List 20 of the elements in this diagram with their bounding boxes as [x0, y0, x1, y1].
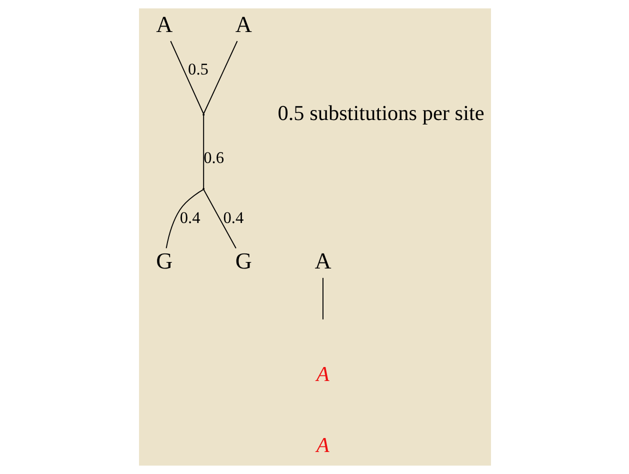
node-text: A: [314, 248, 331, 274]
label: A: [316, 432, 329, 457]
edge-label: 0.6: [203, 148, 224, 167]
edge-label: 0.5: [188, 60, 208, 79]
node-text: G: [156, 248, 172, 274]
connector: [170, 40, 204, 114]
label: 0.5 substitutions per site: [277, 100, 484, 125]
connector: [202, 115, 204, 189]
node-point: [202, 114, 204, 116]
connector: [202, 40, 238, 114]
label: A: [316, 362, 329, 386]
connector: [322, 277, 323, 320]
node-point: [202, 188, 204, 190]
node-text: A: [234, 12, 252, 38]
connector: [202, 189, 236, 249]
node-text: A: [156, 12, 172, 38]
edge-label: 0.4: [222, 208, 244, 227]
edge-label: 0.4: [179, 208, 200, 227]
node-text: G: [234, 248, 252, 274]
connector: [165, 189, 204, 249]
